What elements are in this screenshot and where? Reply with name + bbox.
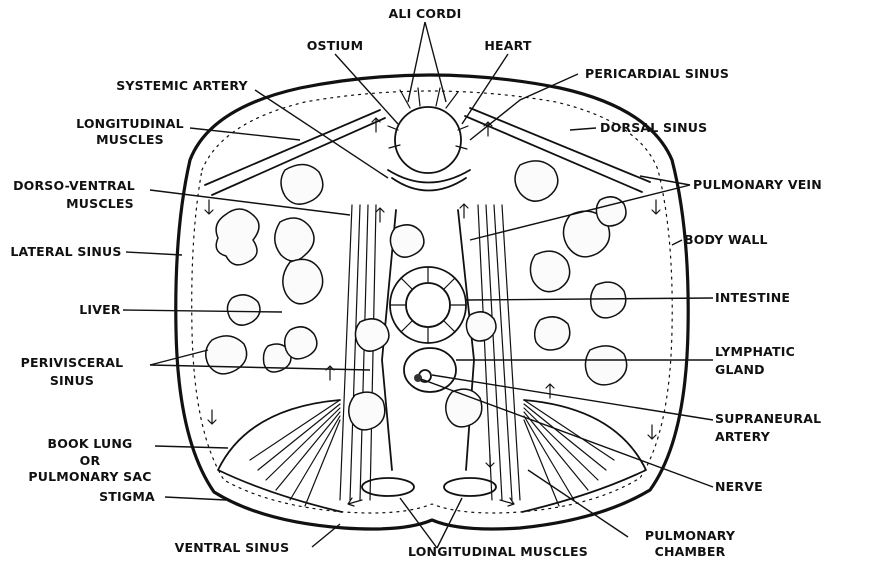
lymphatic-gland (404, 348, 456, 392)
intestine-cells (390, 267, 466, 343)
label-perivisceral-1: PERIVISCERAL (21, 355, 124, 370)
central-septum-right (458, 210, 474, 470)
label-longitudinal-muscles-2: MUSCLES (96, 132, 164, 147)
liver-lobes-right (466, 161, 626, 385)
label-heart: HEART (484, 38, 532, 53)
label-supraneural-1: SUPRANEURAL (715, 411, 821, 426)
label-longitudinal-muscles-bottom: LONGITUDINAL MUSCLES (408, 544, 588, 559)
nerve (414, 374, 422, 382)
label-intestine: INTESTINE (715, 290, 790, 305)
label-book-lung-3: PULMONARY SAC (28, 469, 151, 484)
label-pulmonary-chamber-1: PULMONARY (645, 528, 736, 543)
label-longitudinal-muscles-1: LONGITUDINAL (76, 116, 184, 131)
right-muscle-column (478, 205, 520, 500)
label-perivisceral-2: SINUS (50, 373, 94, 388)
label-pericardial-sinus: PERICARDIAL SINUS (585, 66, 729, 81)
heart (395, 107, 461, 173)
label-book-lung-1: BOOK LUNG (47, 436, 132, 451)
label-ventral-sinus: VENTRAL SINUS (175, 540, 290, 555)
intestine-lumen (406, 283, 450, 327)
label-pulmonary-vein: PULMONARY VEIN (693, 177, 822, 192)
label-pulmonary-chamber-2: CHAMBER (655, 544, 726, 559)
label-lateral-sinus: LATERAL SINUS (10, 244, 121, 259)
label-dorso-ventral-1: DORSO-VENTRAL (13, 178, 135, 193)
label-dorso-ventral-2: MUSCLES (66, 196, 134, 211)
label-lymphatic-1: LYMPHATIC (715, 344, 795, 359)
label-book-lung-2: OR (80, 453, 101, 468)
label-systemic-artery: SYSTEMIC ARTERY (116, 78, 248, 93)
label-liver: LIVER (79, 302, 121, 317)
liver-lobes-center (349, 225, 482, 430)
heart-ostia-marks (388, 126, 468, 149)
left-muscle-column (340, 205, 376, 500)
label-nerve: NERVE (715, 479, 763, 494)
label-stigma: STIGMA (99, 489, 155, 504)
label-ali-cordi: ALI CORDI (389, 6, 462, 21)
label-lymphatic-2: GLAND (715, 362, 765, 377)
label-ostium: OSTIUM (307, 38, 364, 53)
book-lung-left (218, 400, 342, 512)
label-body-wall: BODY WALL (684, 232, 768, 247)
liver-lobes-left (206, 164, 323, 373)
label-supraneural-2: ARTERY (715, 429, 771, 444)
label-dorsal-sinus: DORSAL SINUS (600, 120, 707, 135)
ventral-longitudinal-muscle-right (444, 478, 496, 496)
